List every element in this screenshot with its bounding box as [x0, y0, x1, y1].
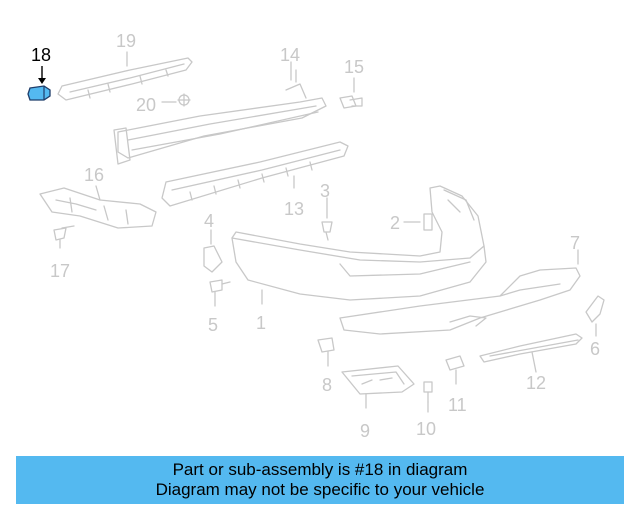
callout-19: 19 — [116, 31, 137, 51]
banner-line-2: Diagram may not be specific to your vehi… — [155, 480, 485, 499]
part-10-clip — [423, 381, 433, 413]
part-14-reinforcement — [113, 61, 327, 165]
callout-13: 13 — [284, 199, 305, 219]
callout-6: 6 — [590, 339, 601, 359]
part-4-bracket — [203, 229, 223, 273]
info-banner: Part or sub-assembly is #18 in diagram D… — [16, 456, 624, 504]
callout-7: 7 — [570, 233, 581, 253]
part-2-retainer — [403, 213, 433, 231]
callout-11: 11 — [448, 395, 467, 415]
callout-18[interactable]: 18 — [31, 45, 52, 65]
callout-20: 20 — [136, 95, 157, 115]
callout-2: 2 — [390, 213, 401, 233]
part-6-bracket — [585, 295, 605, 337]
callout-8: 8 — [322, 375, 333, 395]
part-17-clip — [53, 225, 75, 249]
part-1-bumper-cover — [231, 185, 487, 305]
part-15-bolt — [339, 77, 363, 109]
callout-12: 12 — [526, 373, 547, 393]
callout-9: 9 — [360, 421, 371, 441]
callout-14: 14 — [280, 45, 301, 65]
banner-line-1: Part or sub-assembly is #18 in diagram — [172, 460, 468, 479]
part-3-clip — [321, 197, 333, 241]
callout-15: 15 — [344, 57, 365, 77]
callout-17: 17 — [50, 261, 71, 281]
part-11-clip — [445, 355, 465, 385]
part-19-bracket — [57, 51, 193, 101]
callout-1: 1 — [256, 313, 267, 333]
part-20-clip — [161, 93, 191, 107]
part-5-bolt — [209, 279, 231, 307]
part-12-trim — [479, 333, 583, 373]
callout-10: 10 — [416, 419, 437, 439]
callout-4: 4 — [204, 211, 215, 231]
part-9-cover — [341, 365, 415, 409]
callout-3: 3 — [320, 181, 331, 201]
part-7-valance — [339, 249, 581, 335]
callout-5: 5 — [208, 315, 219, 335]
callout-16: 16 — [84, 165, 105, 185]
part-18-highlighted — [27, 66, 51, 101]
part-16-bracket — [39, 185, 157, 229]
part-13-absorber — [161, 141, 349, 207]
part-8-bracket — [317, 337, 335, 367]
